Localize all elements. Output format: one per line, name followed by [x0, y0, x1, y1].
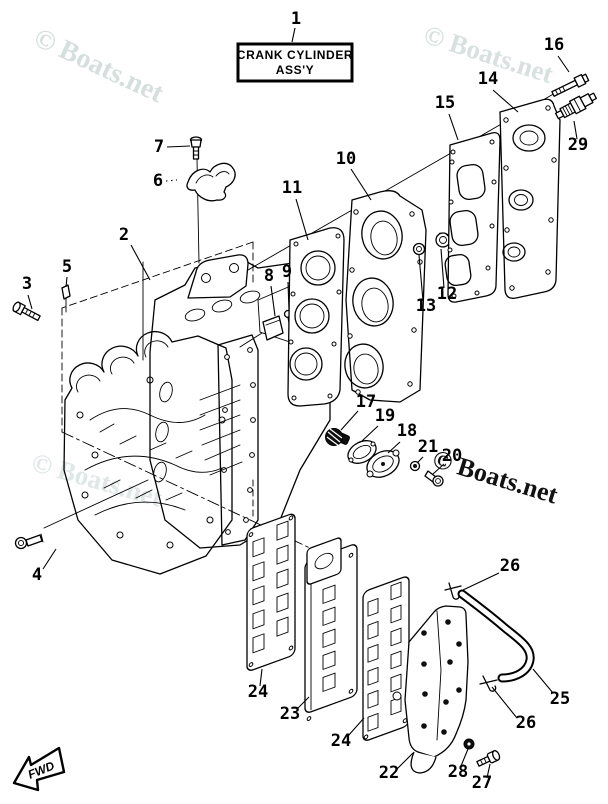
title-line-1: CRANK CYLINDER — [237, 48, 353, 62]
part-label-19: 19 — [375, 406, 395, 426]
leader-line-17 — [340, 410, 359, 431]
leader-line-25 — [532, 668, 554, 694]
part-label-20: 20 — [442, 446, 462, 466]
title-box: CRANK CYLINDER ASS'Y — [236, 42, 354, 83]
part-label-1: 1 — [291, 9, 301, 29]
leader-line-24 — [347, 717, 365, 737]
part-label-24: 24 — [331, 731, 351, 751]
bolt-3 — [12, 301, 41, 322]
cover-plate-18 — [366, 449, 400, 478]
exhaust-gasket-24-left — [246, 513, 296, 671]
hose-clip-26-upper — [444, 582, 462, 600]
leader-line-28 — [460, 748, 469, 767]
bolt-7 — [189, 136, 203, 160]
bolt-20 — [424, 470, 444, 487]
leader-line-22 — [396, 752, 414, 770]
part-label-12: 12 — [437, 284, 457, 304]
part-label-16: 16 — [544, 35, 564, 55]
cable-clamp-6 — [186, 162, 236, 202]
leader-line-13 — [418, 254, 424, 302]
crankcase-half — [63, 330, 233, 575]
bolt-4 — [14, 533, 44, 550]
bolt-27 — [476, 750, 501, 767]
pin-5 — [61, 284, 71, 300]
part-label-18: 18 — [397, 421, 417, 441]
part-label-17: 17 — [356, 392, 376, 412]
part-label-25: 25 — [550, 689, 570, 709]
part-label-24: 24 — [248, 682, 268, 702]
cover-gasket-19 — [347, 440, 377, 464]
leader-line-6 — [165, 179, 178, 182]
leader-line-21 — [416, 456, 424, 464]
leader-line-3 — [27, 294, 33, 310]
leader-line-24 — [259, 668, 263, 687]
leader-line-8 — [270, 285, 276, 317]
part-label-22: 22 — [379, 763, 399, 783]
leader-line-26 — [462, 572, 500, 591]
part-label-27: 27 — [472, 773, 492, 793]
leader-line-9 — [287, 281, 290, 312]
part-label-26: 26 — [500, 556, 520, 576]
cylinder-block — [149, 254, 331, 549]
title-line-2: ASS'Y — [276, 63, 315, 77]
part-label-8: 8 — [264, 266, 274, 286]
part-label-21: 21 — [418, 437, 438, 457]
leader-line-2 — [130, 244, 151, 281]
head-gasket-11 — [287, 227, 345, 407]
hose-clip-26-lower — [479, 675, 498, 692]
part-label-13: 13 — [416, 296, 436, 316]
head-cover-gasket-15 — [444, 132, 501, 303]
part-label-10: 10 — [336, 149, 356, 169]
spark-plug-29 — [554, 92, 598, 120]
leader-line-5 — [65, 276, 68, 288]
leader-line-23 — [296, 696, 310, 710]
leader-line-7 — [166, 145, 191, 148]
part-label-28: 28 — [448, 762, 468, 782]
leader-line-11 — [295, 198, 309, 241]
exhaust-inner-cover-23 — [304, 537, 358, 721]
leader-line-1 — [291, 27, 296, 43]
plug-17 — [325, 428, 350, 447]
washer-28 — [463, 738, 475, 750]
part-label-15: 15 — [435, 93, 455, 113]
fwd-arrow: FWD — [12, 746, 66, 792]
part-label-7: 7 — [154, 137, 164, 157]
part-label-6: 6 — [153, 171, 163, 191]
part-label-11: 11 — [282, 178, 302, 198]
cylinder-head-cover-14 — [499, 98, 561, 299]
cylinder-head-10 — [344, 190, 427, 403]
leader-line-15 — [448, 113, 459, 141]
bolt-16 — [551, 73, 590, 97]
leader-line-20 — [432, 463, 445, 475]
leader-line-19 — [361, 425, 379, 442]
watermark-top-left: © Boats.net — [29, 22, 169, 109]
part-label-29: 29 — [568, 135, 588, 155]
leader-line-29 — [573, 120, 578, 140]
part-label-26: 26 — [516, 713, 536, 733]
leader-line-14 — [492, 89, 519, 113]
part-label-3: 3 — [22, 274, 32, 294]
leader-line-10 — [350, 168, 372, 201]
part-label-9: 9 — [282, 262, 292, 282]
hose-25 — [457, 589, 535, 683]
nut-12 — [435, 232, 451, 248]
leader-line-4 — [42, 548, 57, 570]
leader-line-26 — [491, 686, 518, 719]
anode-plate-8 — [262, 315, 284, 341]
leader-line-27 — [486, 763, 491, 779]
leader-line-16 — [557, 55, 570, 73]
leader-line-18 — [387, 441, 401, 454]
part-label-4: 4 — [32, 565, 42, 585]
part-label-23: 23 — [280, 704, 300, 724]
exhaust-outer-cover-22 — [392, 605, 469, 774]
part-label-5: 5 — [62, 257, 72, 277]
part-label-2: 2 — [119, 225, 129, 245]
washer-21 — [409, 460, 421, 472]
exhaust-gasket-24-right — [362, 576, 410, 741]
leader-line-12 — [440, 248, 445, 289]
seal-ring-13 — [412, 242, 426, 256]
part-label-14: 14 — [478, 69, 498, 89]
